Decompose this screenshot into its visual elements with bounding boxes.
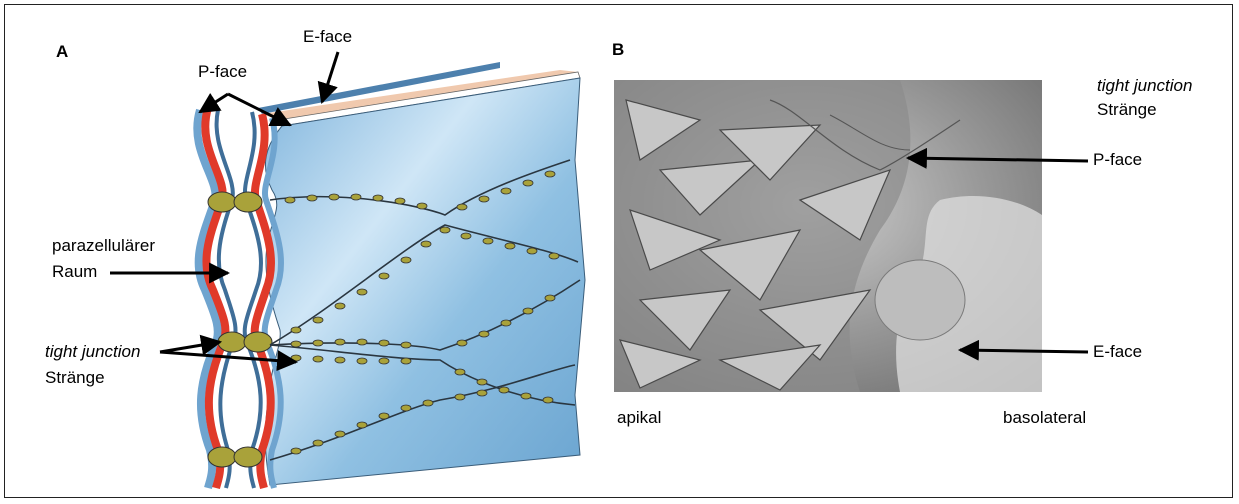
paracellular-label-line1: parazellulärer <box>52 236 155 256</box>
panel-a-label: A <box>56 42 68 62</box>
p-face-label: P-face <box>198 62 247 82</box>
arrow-b-e-face <box>960 350 1088 352</box>
b-p-face-label: P-face <box>1093 150 1142 170</box>
b-e-face-label: E-face <box>1093 342 1142 362</box>
b-tight-junction-label-line1: tight junction <box>1097 76 1192 96</box>
b-tight-junction-label-line2: Stränge <box>1097 100 1157 120</box>
junction-blob-bottom <box>208 447 262 467</box>
paracellular-label-line2: Raum <box>52 262 97 282</box>
tight-junction-label-line1: tight junction <box>45 342 140 362</box>
basolateral-label: basolateral <box>1003 408 1086 428</box>
apical-label: apikal <box>617 408 661 428</box>
arrow-p-face-left <box>200 94 228 112</box>
e-face-label: E-face <box>303 27 352 47</box>
membrane-diagram <box>197 62 585 488</box>
panel-b-label: B <box>612 40 624 60</box>
tight-junction-label-line2: Stränge <box>45 368 105 388</box>
membrane-sheet <box>265 78 585 485</box>
freeze-fracture-micrograph <box>614 80 1042 392</box>
junction-blob-top <box>208 192 262 212</box>
